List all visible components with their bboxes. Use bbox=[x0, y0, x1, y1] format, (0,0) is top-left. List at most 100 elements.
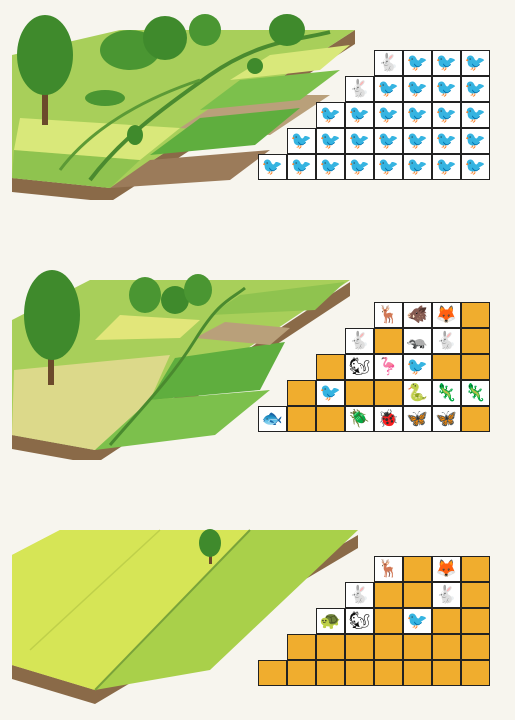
rabbit-icon: 🐇 bbox=[345, 328, 374, 354]
lost-species-cell bbox=[461, 406, 490, 432]
lost-species-cell bbox=[345, 660, 374, 686]
bird-icon: 🐦 bbox=[403, 76, 432, 102]
lost-species-cell bbox=[461, 328, 490, 354]
bird-icon: 🐦 bbox=[316, 128, 345, 154]
tree-crown bbox=[199, 529, 221, 557]
boar-icon: 🐗 bbox=[403, 302, 432, 328]
tree-trunk bbox=[42, 70, 48, 125]
bird-icon: 🐦 bbox=[403, 154, 432, 180]
bird-icon: 🐦 bbox=[345, 128, 374, 154]
lost-species-cell bbox=[374, 328, 403, 354]
bird-icon: 🐦 bbox=[287, 128, 316, 154]
soil-edge bbox=[12, 282, 350, 460]
tree-crown bbox=[184, 274, 212, 306]
tree-trunk bbox=[209, 550, 212, 564]
bird-icon: 🐦 bbox=[403, 50, 432, 76]
panel-monoculture-landscape: 🦌🦊🐇🐇🐢🐿🐦 bbox=[0, 500, 515, 720]
fox-icon: 🦊 bbox=[432, 556, 461, 582]
bird-icon: 🐦 bbox=[432, 50, 461, 76]
crow-icon: 🐦 bbox=[316, 380, 345, 406]
bird-icon: 🐦 bbox=[461, 76, 490, 102]
tree-crown bbox=[143, 16, 187, 60]
lost-species-cell bbox=[316, 634, 345, 660]
tree-crown bbox=[24, 270, 80, 360]
tree-crown bbox=[189, 14, 221, 46]
butterfly-icon: 🦋 bbox=[403, 406, 432, 432]
fish-icon: 🐟 bbox=[258, 406, 287, 432]
lost-species-cell bbox=[461, 660, 490, 686]
weasel-icon: 🦡 bbox=[403, 328, 432, 354]
bush bbox=[247, 58, 263, 74]
bird-icon: 🐦 bbox=[432, 76, 461, 102]
lost-species-cell bbox=[461, 556, 490, 582]
bird-icon: 🐦 bbox=[403, 128, 432, 154]
bird-icon: 🐦 bbox=[374, 154, 403, 180]
deer-icon: 🦌 bbox=[374, 302, 403, 328]
lost-species-cell bbox=[461, 608, 490, 634]
lost-species-cell bbox=[345, 380, 374, 406]
snake-icon: 🐍 bbox=[403, 380, 432, 406]
bush bbox=[127, 125, 143, 145]
crow-icon: 🐦 bbox=[403, 608, 432, 634]
field bbox=[95, 530, 358, 690]
species-grid-monoculture: 🦌🦊🐇🐇🐢🐿🐦 bbox=[258, 556, 490, 686]
bird-icon: 🐦 bbox=[345, 154, 374, 180]
lost-species-cell bbox=[432, 660, 461, 686]
field-boundary bbox=[94, 529, 251, 691]
bird-icon: 🐦 bbox=[258, 154, 287, 180]
bird-icon: 🐦 bbox=[374, 102, 403, 128]
field bbox=[95, 390, 270, 450]
field bbox=[95, 315, 200, 340]
lost-species-cell bbox=[461, 354, 490, 380]
field bbox=[150, 108, 300, 155]
hedgerow bbox=[58, 78, 201, 171]
field bbox=[210, 282, 345, 315]
lost-species-cell bbox=[432, 634, 461, 660]
plowed-field bbox=[195, 322, 290, 345]
lost-species-cell bbox=[403, 556, 432, 582]
species-grid-diverse: 🐇🐦🐦🐦🐇🐦🐦🐦🐦🐦🐦🐦🐦🐦🐦🐦🐦🐦🐦🐦🐦🐦🐦🐦🐦🐦🐦🐦🐦🐦 bbox=[258, 50, 490, 180]
diverse-landscape-illustration bbox=[12, 14, 355, 200]
lost-species-cell bbox=[432, 354, 461, 380]
bush bbox=[85, 90, 125, 106]
hedgerow bbox=[108, 286, 246, 446]
lost-species-cell bbox=[316, 660, 345, 686]
deer-icon: 🦌 bbox=[374, 556, 403, 582]
newt-icon: 🦎 bbox=[461, 380, 490, 406]
bird-icon: 🐦 bbox=[461, 102, 490, 128]
lizard-icon: 🦎 bbox=[432, 380, 461, 406]
tree-crown bbox=[17, 15, 73, 95]
bird-icon: 🐦 bbox=[374, 76, 403, 102]
crow-icon: 🐦 bbox=[403, 354, 432, 380]
lost-species-cell bbox=[374, 380, 403, 406]
lost-species-cell bbox=[287, 660, 316, 686]
tree-crown bbox=[161, 286, 189, 314]
lost-species-cell bbox=[258, 660, 287, 686]
bird-icon: 🐦 bbox=[316, 102, 345, 128]
bug-icon: 🐞 bbox=[374, 406, 403, 432]
field bbox=[150, 342, 285, 400]
lost-species-cell bbox=[374, 660, 403, 686]
lost-species-cell bbox=[403, 582, 432, 608]
panel-reduced-landscape: 🦌🐗🦊🐇🦡🐇🐿🦩🐦🐦🐍🦎🦎🐟🪲🐞🦋🦋 bbox=[0, 240, 515, 460]
lost-species-cell bbox=[432, 608, 461, 634]
lost-species-cell bbox=[374, 634, 403, 660]
field bbox=[12, 530, 250, 690]
bird-icon: 🐦 bbox=[432, 128, 461, 154]
panel-diverse-landscape: 🐇🐦🐦🐦🐇🐦🐦🐦🐦🐦🐦🐦🐦🐦🐦🐦🐦🐦🐦🐦🐦🐦🐦🐦🐦🐦🐦🐦🐦🐦 bbox=[0, 0, 515, 200]
bird-icon: 🐦 bbox=[345, 102, 374, 128]
bird-icon: 🐦 bbox=[461, 154, 490, 180]
heron-icon: 🦩 bbox=[374, 354, 403, 380]
reduced-landscape-illustration bbox=[12, 270, 350, 460]
lost-species-cell bbox=[403, 660, 432, 686]
lost-species-cell bbox=[403, 634, 432, 660]
rabbit-icon: 🐇 bbox=[345, 76, 374, 102]
bird-icon: 🐦 bbox=[432, 102, 461, 128]
field-boundary bbox=[29, 529, 161, 651]
lost-species-cell bbox=[345, 634, 374, 660]
lost-species-cell bbox=[461, 302, 490, 328]
bird-icon: 🐦 bbox=[374, 128, 403, 154]
soil-edge bbox=[12, 535, 358, 704]
bird-icon: 🐦 bbox=[316, 154, 345, 180]
bird-icon: 🐦 bbox=[432, 154, 461, 180]
